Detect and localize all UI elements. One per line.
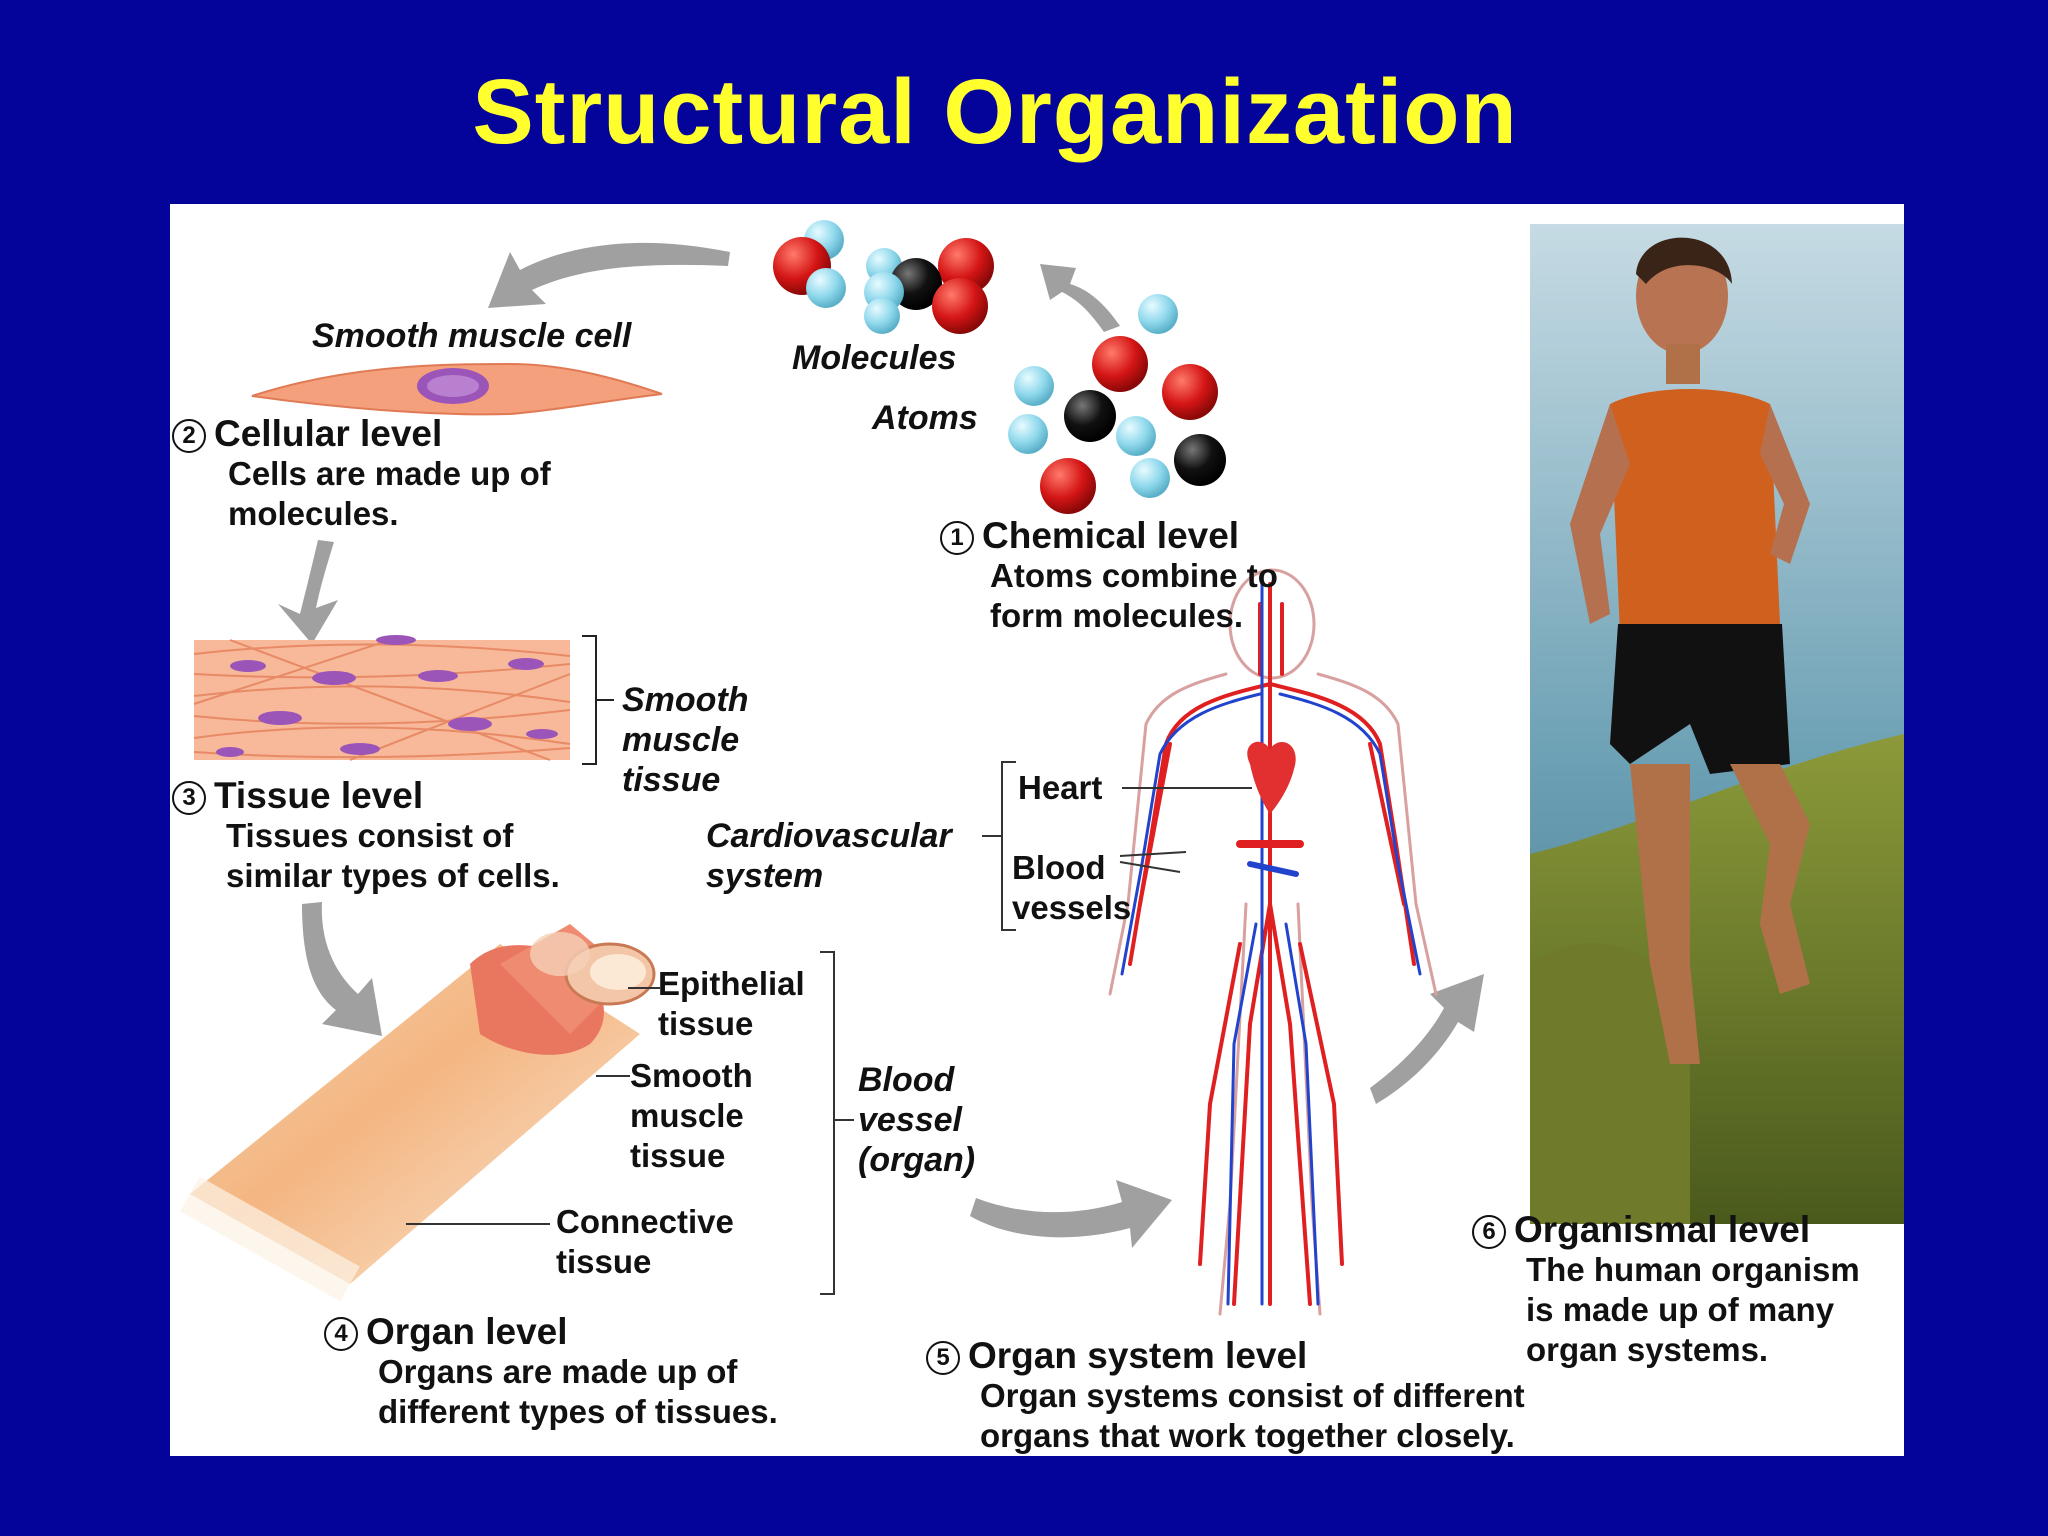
chemical-level-number: 1 [940,521,974,555]
cardiovascular-system-label-line-1: Cardiovascular [706,817,952,855]
smooth-muscle-tissue-label-line-3: tissue [622,761,721,799]
atoms-label: Atoms [872,399,978,437]
blood-vessel-organ-label-line-1: Blood [858,1061,955,1099]
blood-vessel-illustration [180,924,656,1302]
smooth-muscle-cell-label: Smooth muscle cell [312,317,632,355]
organismal-level-desc-3: organ systems. [1526,1331,1769,1368]
organ-level-desc-2: different types of tissues. [378,1393,778,1430]
organ-system-level-desc-2: organs that work together closely. [980,1417,1515,1454]
organ-level-title: Organ level [366,1311,568,1352]
smooth-muscle-tissue-label-line-1: Smooth [622,681,749,719]
smooth-muscle-tissue-illustration [193,635,571,761]
cellular-level-desc-2: molecules. [228,495,399,532]
heart-label: Heart [1018,769,1103,806]
cardio-leader-lines [982,761,1252,931]
cardiovascular-system-label-line-2: system [706,857,824,895]
blood-vessel-organ-label-line-2: vessel [858,1101,962,1139]
organ-system-level-number: 5 [926,1341,960,1375]
connective-tissue-label-line-1: Connective [556,1203,734,1240]
connective-tissue-label-line-2: tissue [556,1243,652,1280]
cardiovascular-system-illustration [1108,568,1438,1316]
smooth-muscle-tissue-label: Smooth muscle tissue [622,680,749,800]
diagram-artwork [180,220,1904,1316]
organismal-level-number: 6 [1472,1215,1506,1249]
molecules-label: Molecules [792,339,957,377]
cellular-level-desc-1: Cells are made up of [228,455,551,492]
organ-leader-lines [406,951,854,1295]
smooth-muscle-tissue-label-line-2: muscle [622,721,740,759]
chemical-level-title: Chemical level [982,515,1240,556]
cellular-level-title: Cellular level [214,413,443,454]
cardiovascular-system-label: Cardiovascular system [706,816,952,896]
organ-system-level-title: Organ system level [968,1335,1308,1376]
tissue-bracket [582,635,614,765]
connective-tissue-label: Connective tissue [556,1202,734,1282]
tissue-level-title: Tissue level [214,775,424,816]
organ-smooth-muscle-label: Smooth muscle tissue [630,1056,753,1176]
blood-vessel-organ-label-line-3: (organ) [858,1141,976,1179]
organismal-level-desc-1: The human organism [1526,1251,1860,1288]
organ-level-number: 4 [324,1317,358,1351]
blood-vessel-organ-label: Blood vessel (organ) [858,1060,975,1180]
blood-vessels-label-line-2: vessels [1012,889,1132,926]
atoms-illustration [1008,294,1226,514]
chemical-level-desc-1: Atoms combine to [990,557,1278,594]
organ-smooth-muscle-label-line-2: muscle [630,1097,744,1134]
cellular-level-number: 2 [172,419,206,453]
organismal-level-desc-2: is made up of many [1526,1291,1835,1328]
organ-smooth-muscle-label-line-3: tissue [630,1137,726,1174]
slide-title: Structural Organization [472,61,1518,163]
smooth-muscle-cell-illustration [251,362,663,416]
organ-system-level-desc-1: Organ systems consist of different [980,1377,1525,1414]
epithelial-tissue-label-line-1: Epithelial [658,965,805,1002]
organismal-level-title: Organismal level [1514,1209,1811,1250]
blood-vessels-label-line-1: Blood [1012,849,1106,886]
organism-photo [1530,224,1904,1224]
epithelial-tissue-label-line-2: tissue [658,1005,754,1042]
tissue-level-desc-1: Tissues consist of [226,817,514,854]
tissue-level-number: 3 [172,781,206,815]
epithelial-tissue-label: Epithelial tissue [658,964,805,1044]
chemical-level-desc-2: form molecules. [990,597,1244,634]
organ-level-desc-1: Organs are made up of [378,1353,738,1390]
tissue-level-desc-2: similar types of cells. [226,857,560,894]
organ-smooth-muscle-label-line-1: Smooth [630,1057,753,1094]
flow-arrows [278,242,1484,1248]
blood-vessels-label: Blood vessels [1012,848,1131,928]
molecules-illustration [773,220,994,334]
